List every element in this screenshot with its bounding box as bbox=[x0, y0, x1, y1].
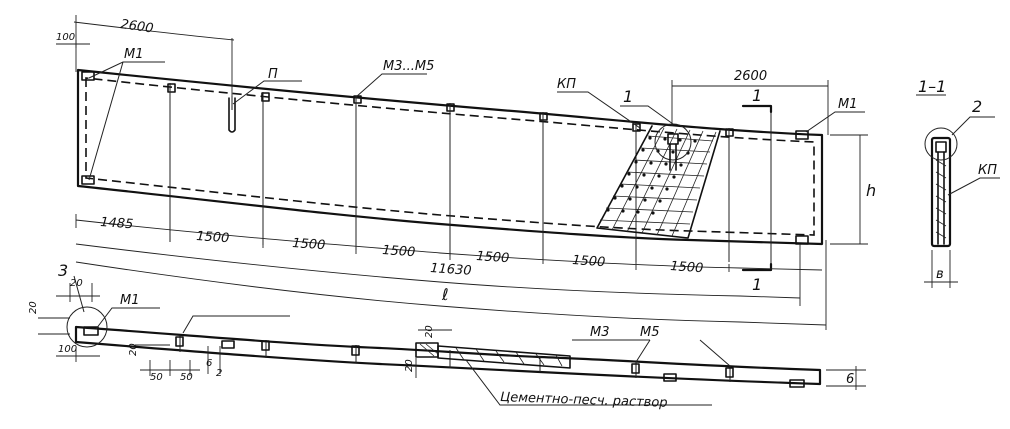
label-l: ℓ bbox=[441, 285, 449, 304]
detail-circle-2 bbox=[924, 127, 958, 161]
dim-20-d-text: 20 bbox=[424, 325, 435, 338]
plate-m1-bl bbox=[81, 175, 95, 185]
label-h: h bbox=[866, 181, 876, 200]
label-m1-bottom: М1 bbox=[120, 293, 140, 308]
dim-1500-6-text: 1500 bbox=[670, 259, 704, 276]
dim-11630 bbox=[75, 243, 801, 299]
section-cut bbox=[741, 104, 773, 272]
section-1-1 bbox=[916, 94, 1000, 288]
leader-1 bbox=[620, 105, 674, 125]
dim-1485-text: 1485 bbox=[100, 215, 134, 232]
plan-view bbox=[56, 15, 868, 330]
dim-chain bbox=[75, 214, 823, 272]
detail-circle-1 bbox=[654, 123, 692, 161]
leader-p bbox=[232, 80, 302, 105]
dim-100-top bbox=[56, 40, 90, 48]
label-m1-top-left: М1 bbox=[124, 47, 144, 62]
dim-20-c-text: 20 bbox=[128, 343, 139, 356]
dim-6-b-text: 6 bbox=[846, 372, 854, 387]
dim-11630-text: 11630 bbox=[430, 261, 472, 279]
label-section-mark-bottom: 1 bbox=[752, 275, 762, 294]
dim-2-text: 2 bbox=[216, 368, 222, 379]
label-b: в bbox=[936, 267, 944, 282]
dim-100-top-text: 100 bbox=[56, 32, 75, 43]
dim-1500-3-text: 1500 bbox=[382, 243, 416, 260]
dim-1500-2-text: 1500 bbox=[292, 236, 326, 253]
dim-l bbox=[75, 240, 827, 330]
dim-h bbox=[830, 134, 868, 245]
label-p: П bbox=[268, 67, 278, 82]
dim-20-e-text: 20 bbox=[404, 359, 415, 372]
panel-outline bbox=[76, 68, 824, 246]
dim-2600-right-text: 2600 bbox=[734, 69, 767, 84]
dim-1500-4-text: 1500 bbox=[476, 249, 510, 266]
leader-m1-right bbox=[805, 111, 865, 133]
plate-top bbox=[261, 92, 270, 102]
label-callout-1: 1 bbox=[623, 87, 633, 106]
label-kp-section: КП bbox=[978, 163, 997, 178]
annotations: М1 М1 М3...М5 П КП 1 1–1 2 КП h в 3 М1 М… bbox=[28, 17, 997, 411]
label-m1-top-right: М1 bbox=[838, 97, 858, 112]
label-callout-3: 3 bbox=[58, 261, 68, 280]
dim-50-a-text: 50 bbox=[150, 372, 163, 383]
label-section-title: 1–1 bbox=[918, 77, 946, 96]
leader-kp bbox=[557, 91, 641, 129]
lifting-loop bbox=[228, 96, 236, 133]
dim-6-a-text: 6 bbox=[206, 358, 212, 369]
dim-b bbox=[924, 250, 958, 288]
leader-m1-left bbox=[88, 61, 165, 181]
plate-m1-tr bbox=[795, 130, 809, 140]
dim-50-b-text: 50 bbox=[180, 372, 193, 383]
label-mortar: Цементно-песч. раствор bbox=[500, 390, 668, 411]
plate-m1-elev bbox=[83, 326, 99, 336]
dim-20-b-text: 20 bbox=[28, 301, 39, 314]
leader-m3m5 bbox=[355, 73, 427, 98]
dim-2600-left-text: 2600 bbox=[119, 17, 154, 36]
grid-lines bbox=[169, 83, 730, 262]
label-m5-bottom: М5 bbox=[640, 325, 660, 340]
dim-2600-right bbox=[671, 80, 829, 135]
plate-m1-br bbox=[795, 235, 809, 245]
dim-1500-5-text: 1500 bbox=[572, 253, 606, 270]
label-section-mark-top: 1 bbox=[752, 86, 762, 105]
section-outline bbox=[930, 136, 952, 248]
detail-circle-3 bbox=[66, 306, 108, 348]
plate-top bbox=[167, 83, 176, 93]
label-callout-2: 2 bbox=[972, 97, 982, 116]
elevation-view bbox=[38, 275, 866, 406]
elevation-outline bbox=[74, 325, 822, 386]
kp-mesh bbox=[596, 123, 721, 239]
mortar-joint bbox=[415, 342, 712, 406]
label-m3-m5-top: М3...М5 bbox=[383, 59, 434, 74]
dim-1500-1-text: 1500 bbox=[196, 229, 230, 246]
rebar-frame bbox=[85, 77, 815, 236]
label-m3-bottom: М3 bbox=[590, 325, 610, 340]
label-kp-top: КП bbox=[557, 77, 576, 92]
dim-20-a-text: 20 bbox=[70, 278, 83, 289]
dim-100-bottom-text: 100 bbox=[58, 344, 77, 355]
